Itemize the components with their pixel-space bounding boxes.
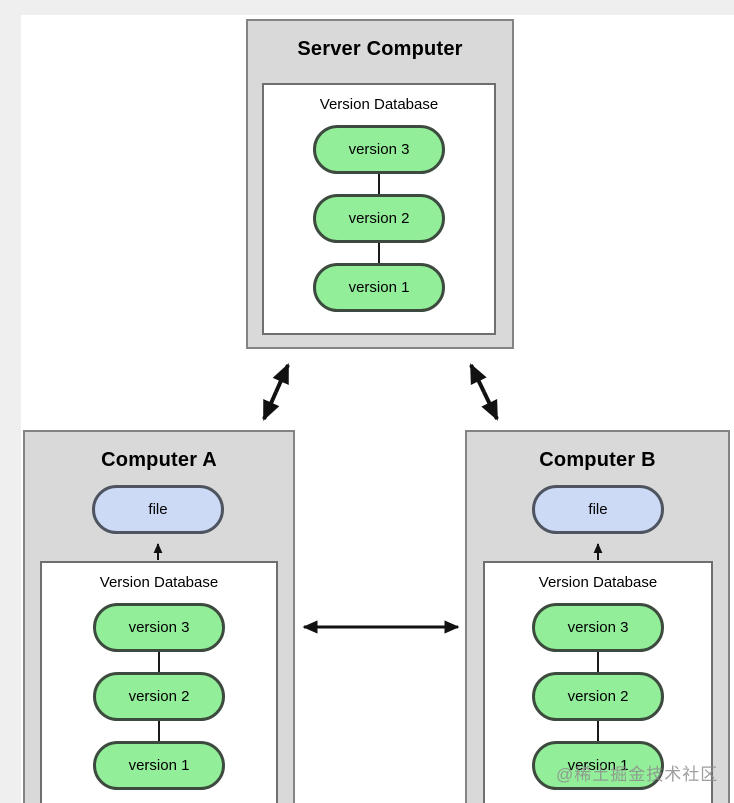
server-computer-title: Server Computer bbox=[297, 38, 463, 60]
server-version-database-label: Version Database bbox=[319, 96, 439, 113]
server-version-3-pill: version 3 bbox=[313, 125, 445, 174]
computer-a-version-1-pill: version 1 bbox=[93, 741, 225, 790]
computer-b-version-1-pill: version 1 bbox=[532, 741, 664, 790]
computer-b-title: Computer B bbox=[539, 449, 656, 471]
computer-b-file-pill: file bbox=[532, 485, 664, 534]
version-connector-line bbox=[597, 652, 599, 672]
server-version-1-pill: version 1 bbox=[313, 263, 445, 312]
server-version-stack: version 3 version 2 version 1 bbox=[264, 125, 494, 312]
computer-a-version-database-label: Version Database bbox=[99, 574, 219, 591]
server-version-2-pill: version 2 bbox=[313, 194, 445, 243]
computer-a-box: Computer A file Version Database version… bbox=[23, 430, 295, 803]
version-connector-line bbox=[158, 721, 160, 741]
computer-a-version-3-pill: version 3 bbox=[93, 603, 225, 652]
computer-a-version-2-pill: version 2 bbox=[93, 672, 225, 721]
computer-a-version-database-box: Version Database version 3 version 2 ver… bbox=[40, 561, 278, 803]
computer-a-version-stack: version 3 version 2 version 1 bbox=[42, 603, 276, 790]
version-connector-line bbox=[158, 652, 160, 672]
computer-b-version-database-label: Version Database bbox=[538, 574, 658, 591]
computer-b-box: Computer B file Version Database version… bbox=[465, 430, 730, 803]
server-computer-box: Server Computer Version Database version… bbox=[246, 19, 514, 349]
computer-a-file-pill: file bbox=[92, 485, 224, 534]
computer-b-version-stack: version 3 version 2 version 1 bbox=[485, 603, 711, 790]
computer-a-title: Computer A bbox=[101, 449, 217, 471]
version-connector-line bbox=[378, 243, 380, 263]
computer-b-version-database-box: Version Database version 3 version 2 ver… bbox=[483, 561, 713, 803]
computer-b-version-2-pill: version 2 bbox=[532, 672, 664, 721]
computer-b-version-3-pill: version 3 bbox=[532, 603, 664, 652]
server-version-database-box: Version Database version 3 version 2 ver… bbox=[262, 83, 496, 335]
version-connector-line bbox=[378, 174, 380, 194]
version-connector-line bbox=[597, 721, 599, 741]
watermark-text: @稀土掘金技术社区 bbox=[556, 765, 719, 784]
